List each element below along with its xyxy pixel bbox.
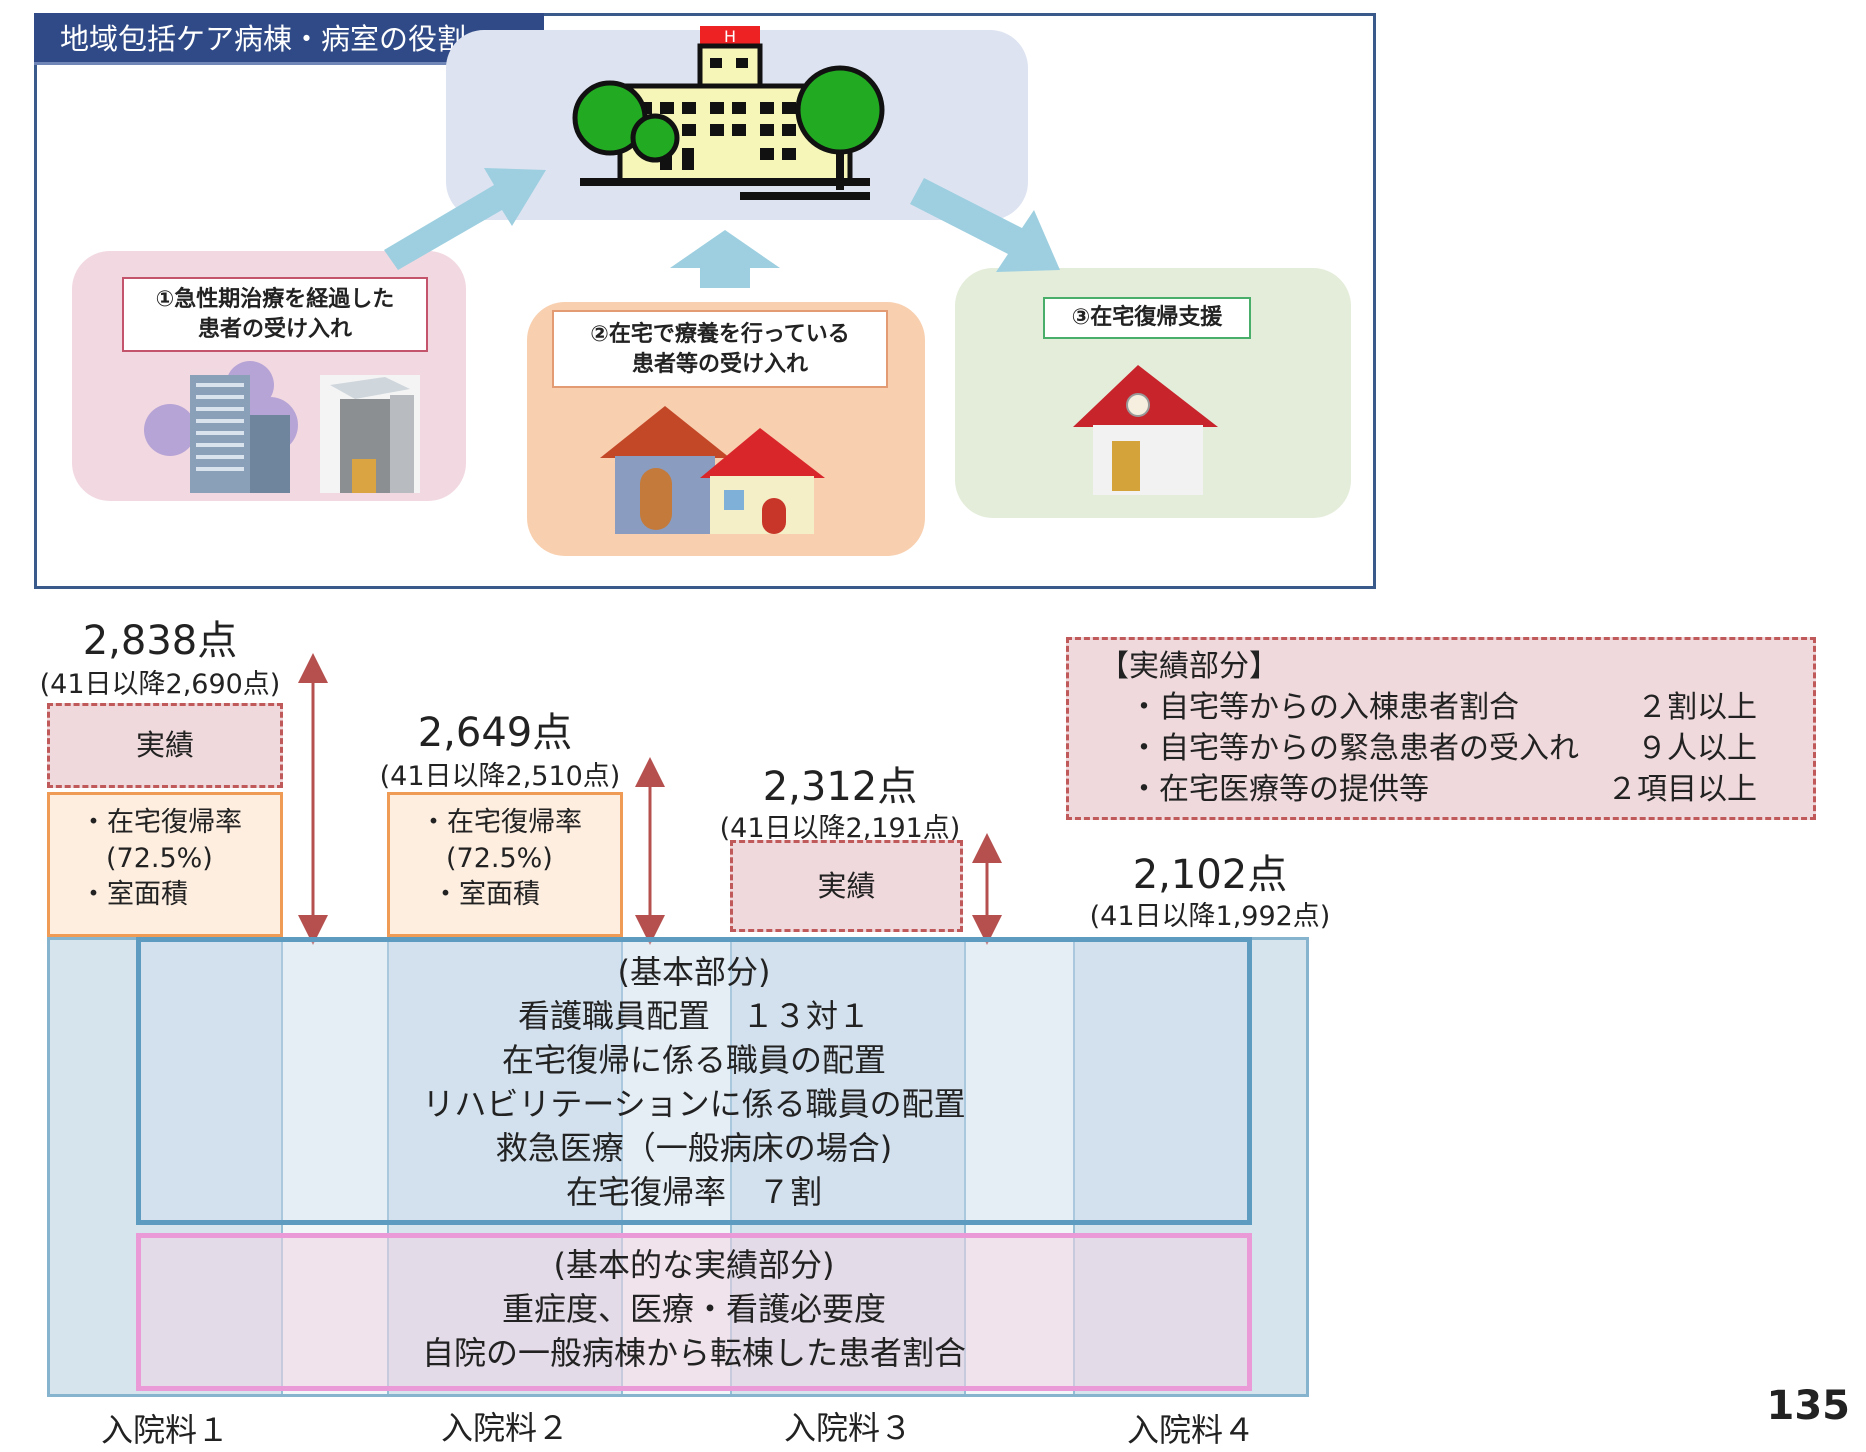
basic-line-emergency: 救急医療（一般病床の場合)	[495, 1129, 893, 1167]
column-3-price-after: (41日以降2,191点)	[719, 813, 961, 844]
hospital-building-icon: H	[572, 26, 885, 200]
criteria-value: ２割以上	[1637, 690, 1757, 725]
column-1-label: 入院料１	[100, 1411, 229, 1449]
role-1-line-1: ①急性期治療を経過した	[155, 287, 395, 312]
page-number: 135	[1766, 1383, 1851, 1429]
difference-arrows	[298, 653, 1002, 945]
basic-performance-heading: (基本的な実績部分)	[553, 1246, 835, 1284]
role-2-line-2: 患者等の受け入れ	[631, 352, 808, 377]
column-1-req-room-area: ・室面積	[80, 879, 188, 910]
column-1-req-home-return: ・在宅復帰率	[80, 807, 242, 838]
arrow-left-icon	[384, 168, 546, 270]
svg-text:H: H	[724, 27, 736, 46]
panel-title: 地域包括ケア病棟・病室の役割	[34, 13, 544, 65]
criteria-value: ２項目以上	[1607, 772, 1757, 807]
role-2-label: ②在宅で療養を行っている 患者等の受け入れ	[552, 310, 888, 388]
role-3-label: ③在宅復帰支援	[1043, 297, 1251, 339]
column-3-label: 入院料３	[783, 1409, 912, 1447]
column-1-price-after: (41日以降2,690点)	[39, 669, 281, 700]
criteria-row: ・自宅等からの緊急患者の受入れ ９人以上	[1069, 728, 1813, 769]
office-buildings-icon	[144, 361, 420, 493]
basic-performance-line-severity: 重症度、医療・看護必要度	[501, 1290, 886, 1328]
role-2-line-1: ②在宅で療養を行っている	[590, 322, 850, 347]
basic-line-nursing: 看護職員配置 １３対１	[517, 997, 870, 1035]
column-4-price: 2,102点	[1132, 852, 1288, 898]
home-icon	[1073, 365, 1218, 495]
role-1-label: ①急性期治療を経過した 患者の受け入れ	[122, 277, 428, 352]
criteria-label: ・自宅等からの緊急患者の受入れ	[1129, 731, 1579, 766]
column-4-label: 入院料４	[1126, 1411, 1255, 1449]
role-1-line-2: 患者の受け入れ	[197, 317, 352, 342]
performance-criteria-box: 【実績部分】 ・自宅等からの入棟患者割合 ２割以上 ・自宅等からの緊急患者の受入…	[1066, 637, 1816, 820]
basic-performance-line-transfer: 自院の一般病棟から転棟した患者割合	[421, 1334, 966, 1372]
column-1-req-rate: (72.5%)	[106, 843, 213, 874]
column-2-req-rate: (72.5%)	[446, 843, 553, 874]
column-4-price-after: (41日以降1,992点)	[1089, 901, 1331, 932]
basic-heading: (基本部分)	[617, 953, 771, 991]
column-3-performance-box: 実績	[730, 840, 963, 932]
basic-performance-section: (基本的な実績部分) 重症度、医療・看護必要度 自院の一般病棟から転棟した患者割…	[136, 1233, 1252, 1391]
criteria-row: ・自宅等からの入棟患者割合 ２割以上	[1069, 687, 1813, 728]
column-2-price-after: (41日以降2,510点)	[379, 761, 621, 792]
basic-line-home-staff: 在宅復帰に係る職員の配置	[501, 1041, 886, 1079]
criteria-label: ・自宅等からの入棟患者割合	[1129, 690, 1519, 725]
column-3-price: 2,312点	[762, 764, 918, 810]
basic-line-return-rate: 在宅復帰率 ７割	[565, 1173, 822, 1211]
column-2-requirements: ・在宅復帰率 (72.5%) ・室面積	[387, 792, 623, 937]
criteria-row: ・在宅医療等の提供等 ２項目以上	[1069, 769, 1813, 810]
basic-lines: (基本部分) 看護職員配置 １３対１ 在宅復帰に係る職員の配置 リハビリテーショ…	[141, 942, 1247, 1214]
basic-section: (基本部分) 看護職員配置 １３対１ 在宅復帰に係る職員の配置 リハビリテーショ…	[136, 937, 1252, 1225]
basic-line-rehab-staff: リハビリテーションに係る職員の配置	[422, 1085, 966, 1123]
houses-icon	[600, 406, 825, 534]
criteria-value: ９人以上	[1637, 731, 1757, 766]
column-1-price: 2,838点	[82, 618, 238, 664]
flow-arrows	[384, 168, 1060, 288]
column-2-price: 2,649点	[417, 710, 573, 756]
basic-performance-lines: (基本的な実績部分) 重症度、医療・看護必要度 自院の一般病棟から転棟した患者割…	[141, 1238, 1247, 1375]
column-2-req-home-return: ・在宅復帰率	[420, 807, 582, 838]
column-1-requirements: ・在宅復帰率 (72.5%) ・室面積	[47, 792, 283, 937]
column-1-performance-box: 実績	[47, 703, 283, 788]
column-2-label: 入院料２	[440, 1409, 569, 1447]
criteria-title: 【実績部分】	[1099, 649, 1279, 684]
arrow-right-icon	[910, 178, 1060, 272]
column-2-req-room-area: ・室面積	[432, 879, 540, 910]
criteria-label: ・在宅医療等の提供等	[1129, 772, 1429, 807]
arrow-up-icon	[670, 230, 780, 288]
